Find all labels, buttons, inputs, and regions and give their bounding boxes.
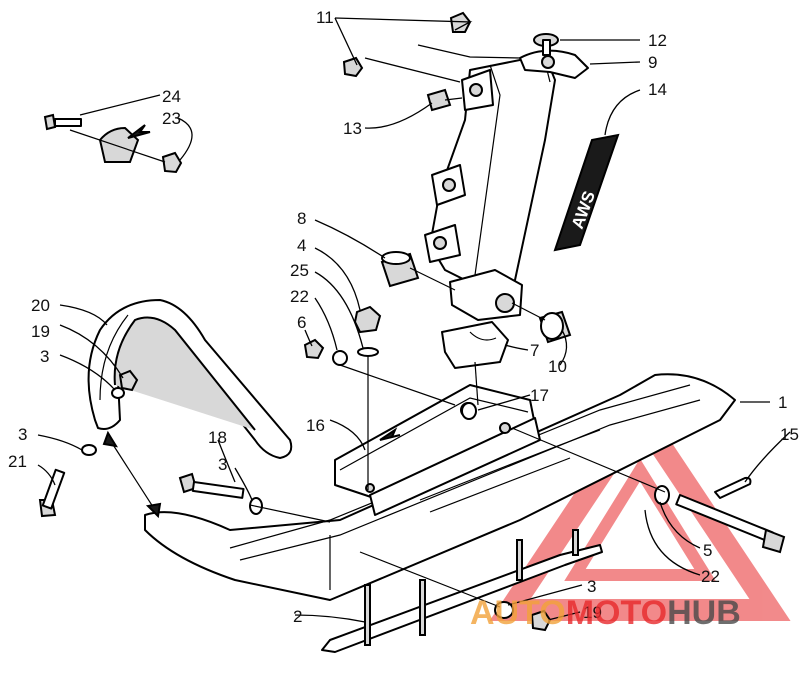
leader-lines: [37, 17, 791, 623]
callout-21: 21: [8, 452, 27, 471]
callout-10: 10: [548, 357, 567, 376]
callout-18: 18: [208, 428, 227, 447]
callout-12: 12: [648, 31, 667, 50]
bolt-21: [38, 468, 66, 518]
washer-22a: [357, 347, 379, 357]
callout-3-left: 3: [18, 425, 27, 444]
washer-3-handle: [111, 387, 125, 399]
callout-20: 20: [31, 296, 50, 315]
callout-17: 17: [530, 386, 549, 405]
bushing-8: [380, 251, 420, 288]
aws-decal: AWS ARCTIC WEDGE SUSPENSION: [553, 133, 623, 252]
callout-22-right: 22: [701, 567, 720, 586]
callout-1: 1: [778, 393, 787, 412]
wear-bar: [321, 529, 603, 653]
nut-11a: [449, 11, 472, 33]
callout-13: 13: [343, 119, 362, 138]
callout-19-lower: 19: [583, 603, 602, 622]
callout-23: 23: [162, 109, 181, 128]
callout-11: 11: [316, 8, 334, 27]
washer-17: [461, 402, 477, 420]
callout-24: 24: [162, 87, 181, 106]
callout-14: 14: [648, 80, 667, 99]
bolt-5: [675, 494, 786, 554]
callout-9: 9: [648, 53, 657, 72]
callout-16: 16: [306, 416, 325, 435]
callout-2: 2: [293, 607, 302, 626]
callout-15: 15: [780, 425, 799, 444]
nut-19-handle: [118, 369, 139, 392]
assembly-lines: [69, 129, 666, 608]
callout-8: 8: [297, 209, 306, 228]
washer-3-mid: [332, 350, 348, 366]
spindle-lower-end: [449, 269, 523, 321]
callout-4: 4: [297, 236, 306, 255]
callout-3-lower: 3: [587, 577, 596, 596]
nut-23: [161, 151, 183, 174]
washer-3-left: [81, 444, 97, 456]
watermark-text: AUTOMOTOHUB: [470, 594, 741, 632]
callout-6: 6: [297, 313, 306, 332]
bolt-13: [426, 88, 463, 112]
cotter-pin-15: [714, 476, 752, 499]
bushing-10: [538, 310, 572, 344]
callout-3-handle: 3: [40, 347, 49, 366]
bumper-23: [98, 124, 151, 163]
washer-3-lower: [494, 601, 514, 619]
knob-12: [533, 33, 559, 56]
spindle-tube: [424, 49, 589, 296]
callout-3-mid: 3: [218, 455, 227, 474]
watermark-hub: HUB: [667, 594, 741, 632]
wedge-block-7: [441, 321, 509, 369]
nut-11b: [342, 56, 364, 78]
watermark-auto: AUTO: [470, 594, 566, 632]
callout-5: 5: [703, 541, 712, 560]
ski-handle: [87, 299, 293, 459]
callout-7: 7: [530, 341, 539, 360]
nut-25: [353, 305, 382, 334]
callout-22-top: 22: [290, 287, 309, 306]
svg-text:AUTOMOTOHUB: AUTOMOTOHUB: [470, 594, 741, 632]
bolt-24: [43, 113, 82, 131]
callout-19-handle: 19: [31, 322, 50, 341]
bolt-18: [178, 472, 245, 499]
washer-22b: [654, 485, 670, 505]
callout-labels: 1 2 3 3 3 3 4 5 6 7 8 9 10 11 12 13 14 1…: [8, 8, 799, 626]
nut-6: [303, 338, 325, 360]
callout-25: 25: [290, 261, 309, 280]
nut-19-lower: [530, 609, 552, 632]
watermark-moto: MOTO: [566, 594, 667, 632]
